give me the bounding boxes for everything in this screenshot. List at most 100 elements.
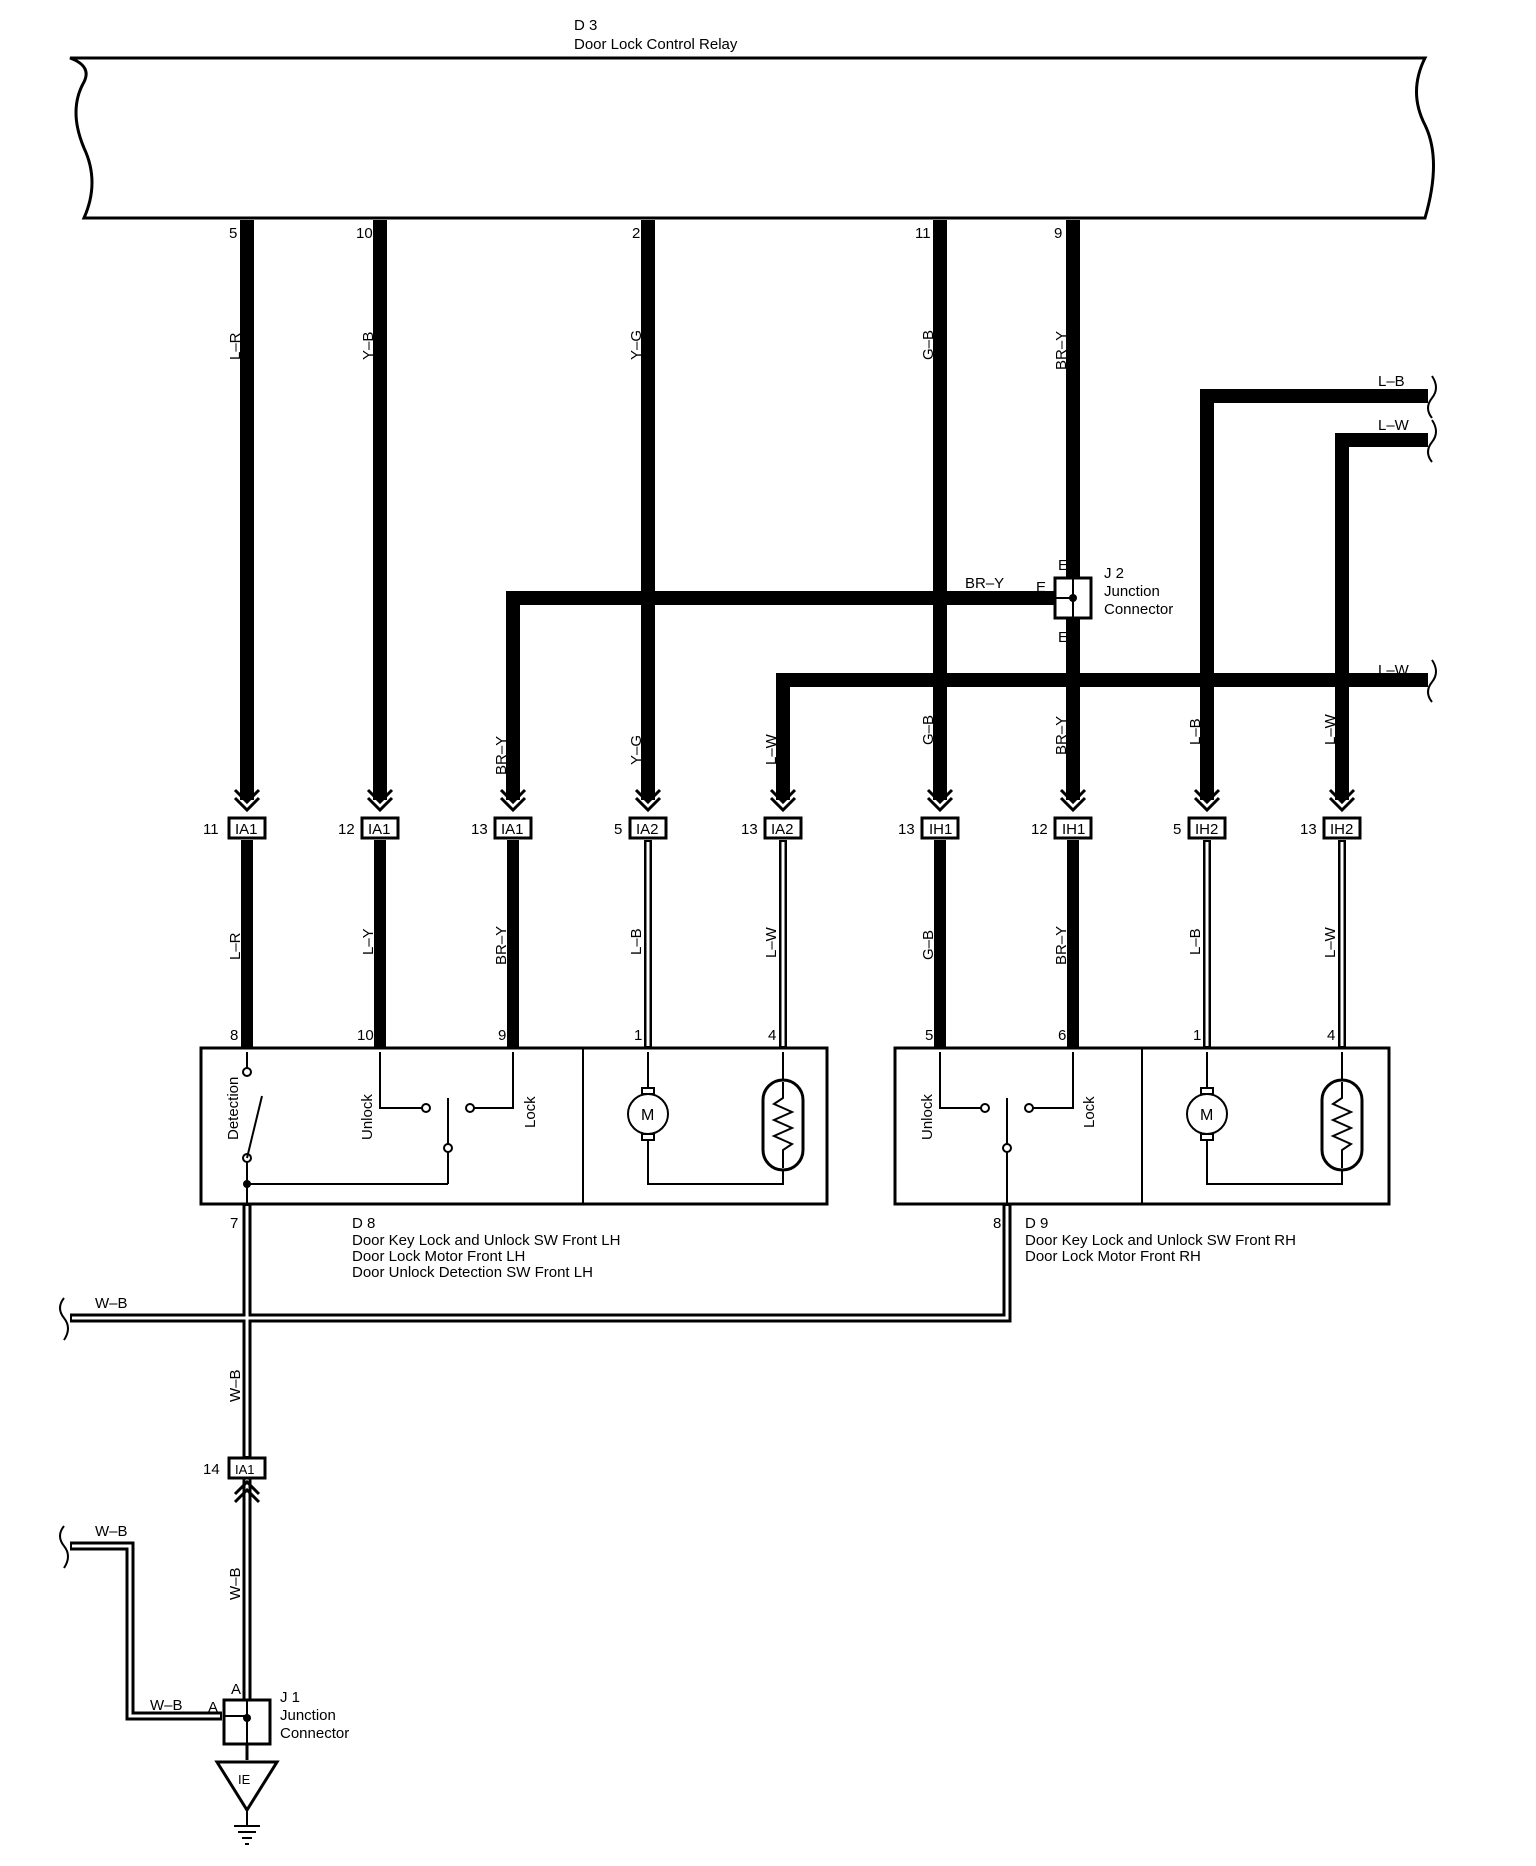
label-y-g: Y–G xyxy=(628,330,645,360)
ground-ie: IE xyxy=(214,1744,280,1845)
j2-pin-top: E xyxy=(1058,557,1068,574)
d9-label-lock: Lock xyxy=(1081,1096,1098,1128)
conn-5-pin: 13 xyxy=(741,821,758,838)
label-g-b-2: G–B xyxy=(920,715,937,745)
ground-connector: IA1 14 xyxy=(203,1456,267,1504)
label-g-b: G–B xyxy=(920,330,937,360)
d8-label-unlock: Unlock xyxy=(359,1094,376,1140)
conn-1-name: IA1 xyxy=(235,821,258,838)
low-label-2: L–Y xyxy=(360,928,377,955)
conn-2-pin: 12 xyxy=(338,821,355,838)
label-l-b-2: L–B xyxy=(1187,718,1204,745)
d8-pin-1: 1 xyxy=(634,1027,642,1044)
low-label-6: G–B xyxy=(920,930,937,960)
label-br-y: BR–Y xyxy=(1053,331,1070,370)
label-l-w-right: L–W xyxy=(1378,417,1410,434)
d8-motor-symbol: M xyxy=(641,1107,654,1124)
d9-pin-8: 8 xyxy=(993,1215,1001,1232)
relay-pin-9: 9 xyxy=(1054,225,1062,242)
label-y-b: Y–B xyxy=(360,332,377,360)
d9-pin-6: 6 xyxy=(1058,1027,1066,1044)
wire-l-b-right xyxy=(1200,389,1428,800)
relay-body xyxy=(69,56,1435,220)
d9-motor-symbol: M xyxy=(1200,1107,1213,1124)
relay-id: D 3 xyxy=(574,17,597,34)
d9-id: D 9 xyxy=(1025,1215,1048,1232)
label-l-r: L–R xyxy=(227,332,244,360)
d8-label-lock: Lock xyxy=(522,1096,539,1128)
junction-j1: A A J 1 Junction Connector xyxy=(208,1681,349,1746)
j2-pin-bottom: E xyxy=(1058,629,1068,646)
low-label-4: L–B xyxy=(628,928,645,955)
d8-pin-7: 7 xyxy=(230,1215,238,1232)
d8-pin-8: 8 xyxy=(230,1027,238,1044)
label-br-y-3: BR–Y xyxy=(1053,716,1070,755)
conn-1-pin: 11 xyxy=(203,821,219,838)
component-d8: M Detection Unlock Lock xyxy=(199,1046,829,1206)
d9-line-2: Door Lock Motor Front RH xyxy=(1025,1248,1201,1265)
junction-j2: E E E J 2 Junction Connector xyxy=(1036,557,1173,646)
d8-label-detection: Detection xyxy=(225,1077,242,1140)
conn-9-pin: 13 xyxy=(1300,821,1317,838)
conn-8-pin: 5 xyxy=(1173,821,1181,838)
conn-2-name: IA1 xyxy=(368,821,391,838)
conn-6-name: IH1 xyxy=(929,821,952,838)
relay-pin-11: 11 xyxy=(915,225,931,242)
upper-wires xyxy=(240,220,1428,800)
j2-id: J 2 xyxy=(1104,565,1124,582)
conn-9-name: IH2 xyxy=(1330,821,1353,838)
conn-3-name: IA1 xyxy=(501,821,524,838)
conn-7-name: IH1 xyxy=(1062,821,1085,838)
relay-d3: D 3 Door Lock Control Relay xyxy=(69,17,1435,220)
d8-id: D 8 xyxy=(352,1215,375,1232)
conn-6-pin: 13 xyxy=(898,821,915,838)
low-label-7: BR–Y xyxy=(1053,926,1070,965)
low-label-8: L–B xyxy=(1187,928,1204,955)
d8-line-1: Door Key Lock and Unlock SW Front LH xyxy=(352,1232,620,1249)
j1-pin-top: A xyxy=(231,1681,241,1698)
conn-8-name: IH2 xyxy=(1195,821,1218,838)
j1-pin-left: A xyxy=(208,1699,218,1716)
d9-label-unlock: Unlock xyxy=(919,1094,936,1140)
lower-wires xyxy=(241,840,1079,1048)
label-l-w-2: L–W xyxy=(763,733,780,765)
d9-pin-4: 4 xyxy=(1327,1027,1335,1044)
ground-conn-pin: 14 xyxy=(203,1461,220,1478)
low-label-5: L–W xyxy=(763,926,780,958)
conn-4-pin: 5 xyxy=(614,821,622,838)
d8-line-3: Door Unlock Detection SW Front LH xyxy=(352,1264,593,1281)
conn-4-name: IA2 xyxy=(636,821,659,838)
label-w-b-5: W–B xyxy=(227,1567,244,1600)
label-w-b-1: W–B xyxy=(95,1295,128,1312)
label-l-w-3: L–W xyxy=(1322,713,1339,745)
wire-l-w-right xyxy=(1335,433,1428,800)
low-label-3: BR–Y xyxy=(493,926,510,965)
d9-pin-1: 1 xyxy=(1193,1027,1201,1044)
relay-pin-10: 10 xyxy=(356,225,373,242)
conn-3-pin: 13 xyxy=(471,821,488,838)
wire-br-y-branch xyxy=(506,591,1060,800)
j2-line1: Junction xyxy=(1104,583,1160,600)
label-w-b-2: W–B xyxy=(95,1523,128,1540)
label-l-b-right: L–B xyxy=(1378,373,1405,390)
j2-pin-left: E xyxy=(1036,579,1046,596)
label-br-y-2: BR–Y xyxy=(493,736,510,775)
label-y-g-2: Y–G xyxy=(628,735,645,765)
j1-id: J 1 xyxy=(280,1689,300,1706)
low-label-9: L–W xyxy=(1322,926,1339,958)
d8-pin-4: 4 xyxy=(768,1027,776,1044)
relay-pin-2: 2 xyxy=(632,225,640,242)
conn-5-name: IA2 xyxy=(771,821,794,838)
wire-break-marks xyxy=(1427,375,1437,703)
relay-pin-5: 5 xyxy=(229,225,237,242)
label-w-b-3: W–B xyxy=(150,1697,183,1714)
conn-7-pin: 12 xyxy=(1031,821,1048,838)
d8-line-2: Door Lock Motor Front LH xyxy=(352,1248,525,1265)
ground-ie-label: IE xyxy=(238,1772,251,1787)
component-d9: M Unlock Lock xyxy=(893,1046,1391,1206)
j1-line1: Junction xyxy=(280,1707,336,1724)
j1-line2: Connector xyxy=(280,1725,349,1742)
j2-line2: Connector xyxy=(1104,601,1173,618)
ground-conn-name: IA1 xyxy=(235,1462,255,1477)
